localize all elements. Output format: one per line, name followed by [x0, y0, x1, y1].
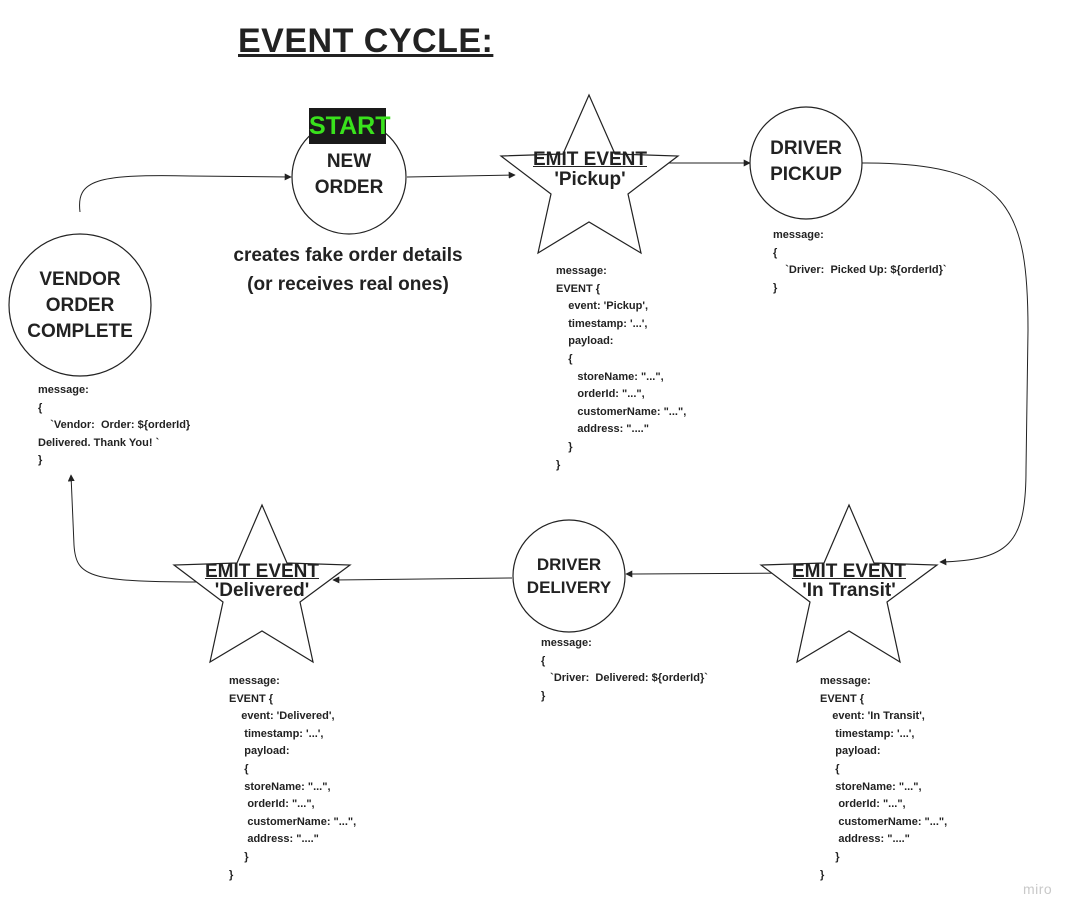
event-pickup-title: EMIT EVENT: [532, 149, 647, 170]
event-pickup-star: [499, 93, 680, 255]
event-pickup-name: 'Pickup': [554, 169, 626, 190]
node-vendor-complete-circle: [8, 233, 152, 377]
event-delivered-star: [172, 503, 352, 664]
event-pickup-label: EMIT EVENT 'Pickup': [520, 150, 660, 190]
arrow-new-order-to-pickup-event: [406, 171, 516, 179]
message-vendor: message: { `Vendor: Order: ${orderId} De…: [38, 384, 191, 467]
arrow-in-transit-to-driver-delivery: [625, 570, 796, 578]
node-driver-pickup-circle: [749, 106, 863, 220]
node-driver-delivery-circle: [512, 519, 626, 633]
message-pickup-event: message: EVENT { event: 'Pickup', timest…: [556, 265, 687, 471]
event-delivered-name: 'Delivered': [214, 580, 310, 601]
start-badge: START: [309, 108, 390, 144]
new-order-note: creates fake order details (or receives …: [233, 245, 463, 295]
event-delivered-label: EMIT EVENT 'Delivered': [194, 562, 330, 600]
message-driver-pickup: message: { `Driver: Picked Up: ${orderId…: [773, 229, 947, 294]
arrow-driver-pickup-to-in-transit: [861, 162, 1029, 566]
arrow-delivered-event-to-vendor: [67, 474, 211, 583]
message-in-transit-event: message: EVENT { event: 'In Transit', ti…: [820, 675, 948, 881]
event-in-transit-label: EMIT EVENT 'In Transit': [781, 562, 917, 600]
arrow-vendor-to-new-order: [79, 173, 292, 213]
message-driver-delivered: message: { `Driver: Delivered: ${orderId…: [541, 637, 708, 702]
node-driver-pickup-label: DRIVER PICKUP: [770, 138, 842, 185]
node-driver-delivery-label: DRIVER DELIVERY: [526, 555, 612, 597]
node-new-order-label: NEW ORDER: [314, 151, 384, 198]
node-vendor-complete-label: VENDOR ORDER COMPLETE: [27, 269, 133, 342]
arrow-driver-delivery-to-delivered-event: [332, 576, 513, 584]
event-in-transit-title: EMIT EVENT: [791, 561, 906, 582]
event-in-transit-name: 'In Transit': [802, 580, 896, 601]
page-title: EVENT CYCLE:: [238, 22, 494, 60]
event-delivered-title: EMIT EVENT: [204, 561, 319, 582]
miro-watermark: miro: [1023, 881, 1053, 897]
event-in-transit-star: [759, 503, 939, 664]
message-delivered-event: message: EVENT { event: 'Delivered', tim…: [229, 675, 357, 881]
